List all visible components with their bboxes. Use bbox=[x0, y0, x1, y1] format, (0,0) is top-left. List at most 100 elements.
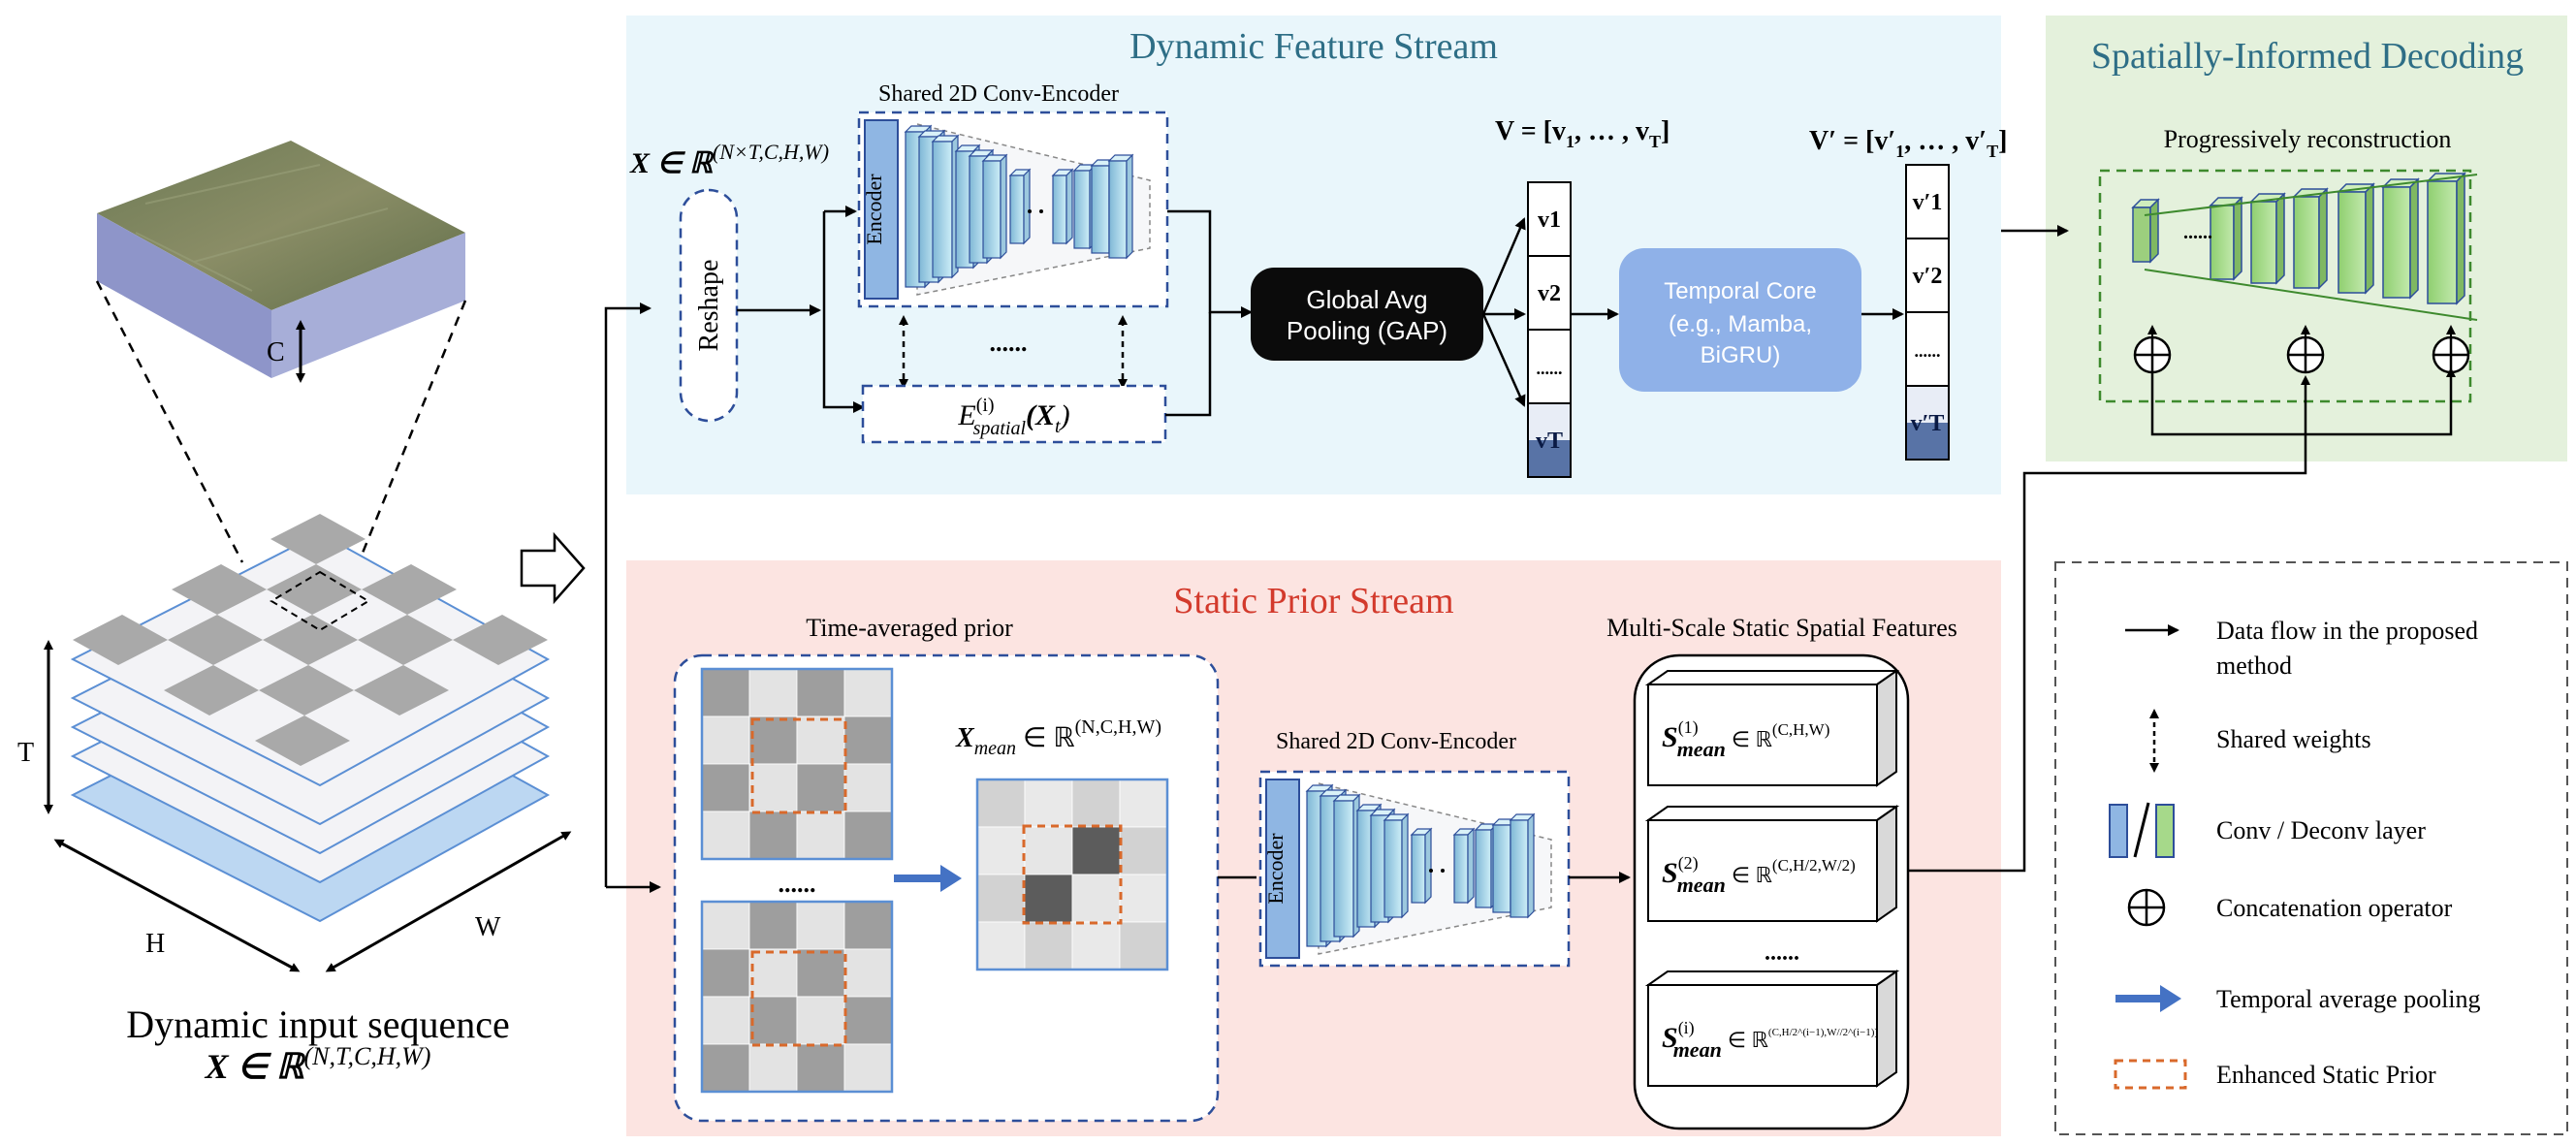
checker-cell bbox=[263, 615, 358, 665]
decoding-title: Spatially-Informed Decoding bbox=[2091, 36, 2524, 77]
deconv-layer bbox=[2210, 205, 2235, 280]
reshape-block bbox=[679, 188, 739, 423]
feature-block-top bbox=[1644, 806, 1900, 821]
token-border bbox=[1905, 385, 1950, 461]
temporal-core-line-2: (e.g., Mamba, bbox=[1669, 311, 1812, 337]
conv-layer bbox=[1052, 175, 1067, 244]
conv-layer bbox=[1383, 819, 1403, 918]
grid-cell bbox=[843, 1043, 893, 1093]
feature-block-front bbox=[1647, 684, 1878, 786]
orange-dashed-box-icon bbox=[2114, 1059, 2187, 1090]
conv-layer bbox=[932, 141, 953, 278]
grid-cell bbox=[1024, 779, 1073, 828]
grid-cell bbox=[976, 874, 1026, 923]
grid-cell bbox=[843, 948, 893, 998]
grid-cell bbox=[796, 901, 845, 950]
input-sequence-stack bbox=[70, 514, 551, 923]
conv-layer bbox=[1411, 834, 1426, 904]
grid-cell bbox=[701, 1043, 750, 1093]
static-stream-title: Static Prior Stream bbox=[1173, 581, 1453, 621]
input-tile-3d bbox=[97, 141, 465, 378]
dynamic-ellipsis: ...... bbox=[990, 329, 1028, 357]
grid-cell bbox=[701, 668, 750, 717]
encoder-block bbox=[864, 119, 899, 300]
legend-label: method bbox=[2216, 652, 2292, 680]
grid-cell bbox=[1071, 874, 1121, 923]
legend-label: Concatenation operator bbox=[2216, 894, 2453, 922]
token-gradient bbox=[1906, 386, 1949, 423]
deconv-layer bbox=[2337, 191, 2367, 294]
checker-cell bbox=[270, 514, 366, 564]
deconv-side bbox=[2409, 177, 2419, 300]
token-cell bbox=[1905, 164, 1950, 239]
token-label: v′T bbox=[1911, 411, 1945, 436]
label-c: C bbox=[267, 337, 285, 367]
token-label: v2 bbox=[1538, 281, 1561, 306]
token-gradient bbox=[1528, 403, 1571, 440]
grid-cell bbox=[976, 921, 1026, 970]
feature-block-side bbox=[1876, 669, 1897, 787]
encoder-block bbox=[1265, 779, 1300, 959]
deconv-layer bbox=[2250, 201, 2277, 284]
grid-cell bbox=[1024, 921, 1073, 970]
x-mean-formula: Xmean ∈ ℝ(N,C,H,W) bbox=[955, 716, 1161, 759]
deconv-side bbox=[2149, 198, 2159, 264]
layer-side bbox=[1401, 812, 1409, 919]
dynamic-encoder-layers: Encoder bbox=[862, 119, 1151, 300]
grid-cell bbox=[1071, 779, 1121, 828]
decoder-box bbox=[2098, 169, 2472, 403]
legend-box bbox=[2054, 561, 2568, 1135]
grid-cell bbox=[748, 901, 798, 950]
input-formula: X ∈ ℝ(N,T,C,H,W) bbox=[205, 1042, 431, 1086]
grid-cell bbox=[843, 668, 893, 717]
conv-layer bbox=[1475, 829, 1492, 908]
conv-layer bbox=[1073, 170, 1091, 249]
temporal-core-line-1: Temporal Core bbox=[1664, 278, 1816, 304]
grid-border bbox=[700, 900, 894, 1094]
feature-block-front bbox=[1647, 819, 1878, 922]
dynamic-input-formula: X ∈ ℝ(N×T,C,H,W) bbox=[629, 140, 829, 179]
deconv-layer bbox=[2293, 196, 2320, 289]
checker-cell bbox=[362, 564, 457, 615]
hollow-arrow-icon bbox=[520, 531, 586, 605]
static-feature-label: S(i)mean∈ ℝ(C,H/2^(i−1),W//2^(i−1)) bbox=[1662, 1018, 1878, 1062]
conv-deconv-layer-icon bbox=[2109, 802, 2175, 858]
deconv-side bbox=[2456, 172, 2465, 305]
grid-cell bbox=[1119, 874, 1168, 923]
conv-layer bbox=[1091, 165, 1110, 254]
grid-cell bbox=[843, 901, 893, 950]
grid-cell bbox=[976, 779, 1026, 828]
feature-block-front bbox=[1647, 984, 1878, 1087]
grid-cell bbox=[1119, 826, 1168, 875]
grid-cell bbox=[796, 668, 845, 717]
checker-cell bbox=[255, 716, 350, 766]
checker-cell bbox=[267, 564, 362, 615]
static-feature-blocks: S(1)mean∈ ℝ(C,H,W)S(2)mean∈ ℝ(C,H/2,W/2)… bbox=[1644, 669, 1900, 1088]
static-feature-label: S(2)mean∈ ℝ(C,H/2,W/2) bbox=[1662, 853, 1856, 897]
vprime-token-column: v′1v′2......v′T bbox=[1905, 164, 1950, 461]
checker-cell bbox=[354, 665, 449, 716]
decoding-subtitle: Progressively reconstruction bbox=[2164, 125, 2452, 153]
layer-side bbox=[1424, 827, 1432, 905]
conv-layer bbox=[982, 160, 1002, 259]
blue-arrow-icon bbox=[2115, 985, 2181, 1012]
grid-cell bbox=[796, 716, 845, 765]
highlight-region bbox=[270, 570, 370, 632]
grid-border bbox=[975, 778, 1169, 971]
spatial-encoder-label: E(i)spatial(Xt) bbox=[957, 395, 1069, 439]
static-encoder-layers: Encoder bbox=[1263, 779, 1552, 959]
conv-layer bbox=[1510, 819, 1529, 918]
checker-cell bbox=[358, 615, 453, 665]
checker-cell bbox=[259, 665, 354, 716]
label-w: W bbox=[475, 912, 501, 942]
gap-line-1: Global Avg bbox=[1306, 285, 1427, 314]
multi-scale-title: Multi-Scale Static Spatial Features bbox=[1606, 614, 1957, 642]
grid-cell bbox=[796, 996, 845, 1045]
token-cell bbox=[1527, 181, 1572, 257]
prior-mean-grid bbox=[975, 778, 1169, 971]
v-label: V = [v1, … , vT] bbox=[1495, 116, 1670, 151]
grid-cell bbox=[976, 826, 1026, 875]
prior-title: Time-averaged prior bbox=[806, 614, 1013, 642]
grid-cell bbox=[701, 996, 750, 1045]
